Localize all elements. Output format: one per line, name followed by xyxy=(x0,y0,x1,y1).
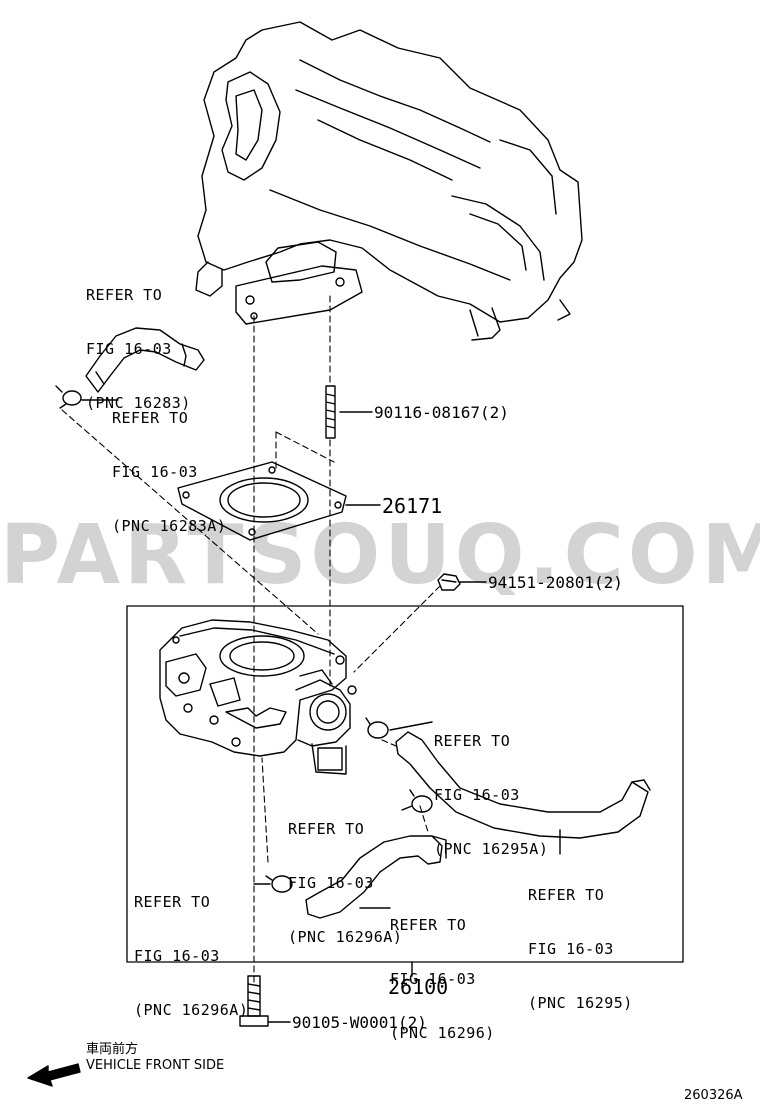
nut-drawing xyxy=(437,573,461,591)
refer-label-16296: REFER TO FIG 16-03 (PNC 16296) xyxy=(390,916,495,1042)
part-number-nut[interactable]: 94151-20801(2) xyxy=(488,573,623,592)
watermark: PARTSOUQ.COM xyxy=(0,508,760,603)
refer-label-16295: REFER TO FIG 16-03 (PNC 16295) xyxy=(528,886,633,1012)
part-number-gasket[interactable]: 26171 xyxy=(382,494,443,518)
figure-id: 260326A xyxy=(684,1088,743,1103)
gasket-drawing xyxy=(177,461,347,541)
bolt-drawing xyxy=(239,975,269,1027)
hose-16296-drawing xyxy=(305,835,447,919)
intake-manifold-drawing xyxy=(195,21,583,341)
throttle-body-drawing xyxy=(159,619,357,775)
front-label-english: VEHICLE FRONT SIDE xyxy=(86,1058,225,1073)
part-number-throttle-body[interactable]: 26100 xyxy=(388,975,449,999)
clamp-16295a-drawing xyxy=(365,717,389,739)
refer-label-16296a-lower: REFER TO FIG 16-03 (PNC 16296A) xyxy=(134,893,249,1019)
arrow-left-icon xyxy=(27,1063,81,1087)
refer-label-16295a: REFER TO FIG 16-03 (PNC 16295A) xyxy=(434,732,549,858)
hose-16283-drawing xyxy=(85,327,205,393)
part-number-stud[interactable]: 90116-08167(2) xyxy=(374,403,509,422)
part-number-bolt[interactable]: 90105-W0001(2) xyxy=(292,1013,427,1032)
refer-label-16296a-upper: REFER TO FIG 16-03 (PNC 16296A) xyxy=(288,820,403,946)
stud-drawing xyxy=(325,385,336,439)
front-label-japanese: 車両前方 xyxy=(86,1042,139,1057)
refer-label-16283a: REFER TO FIG 16-03 (PNC 16283A) xyxy=(112,409,227,535)
refer-label-16283: REFER TO FIG 16-03 (PNC 16283) xyxy=(86,286,191,412)
clamp-16296a-lower-drawing xyxy=(265,875,293,893)
clamp-16296a-upper-drawing xyxy=(409,789,433,813)
clamp-16283a-drawing xyxy=(55,385,82,409)
hose-16295-drawing xyxy=(395,731,651,839)
